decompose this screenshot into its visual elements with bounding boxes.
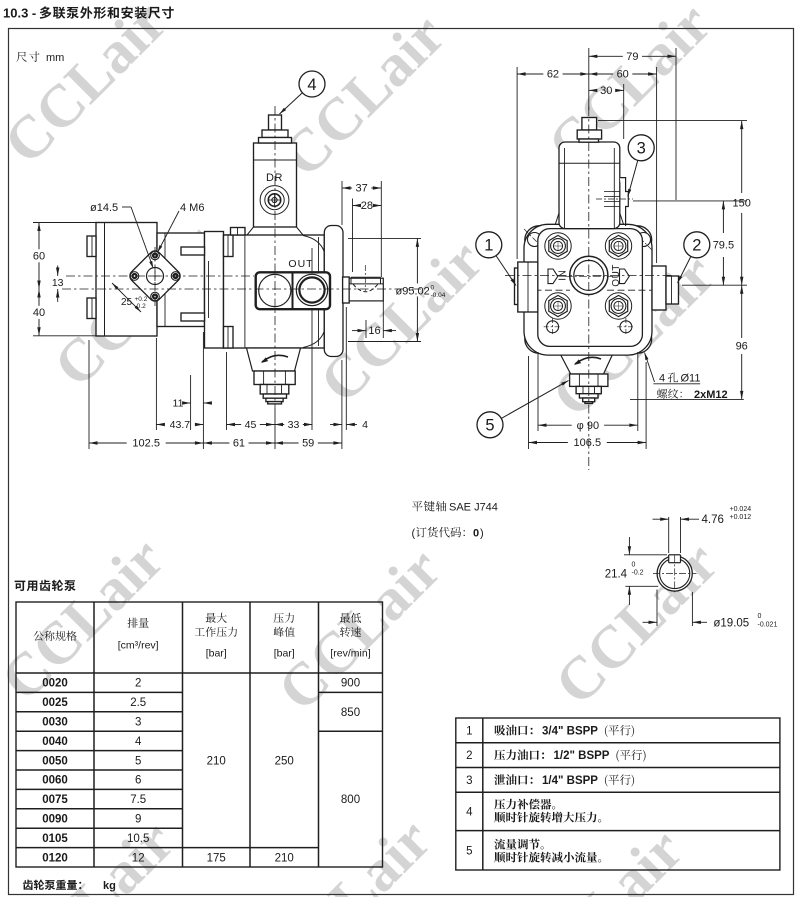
svg-text:37: 37 xyxy=(356,183,368,195)
svg-text:210: 210 xyxy=(207,755,226,767)
svg-text:0040: 0040 xyxy=(42,736,68,748)
svg-text:OUT: OUT xyxy=(288,258,313,270)
svg-text:10.3 -: 10.3 - xyxy=(3,6,36,21)
svg-text:0050: 0050 xyxy=(42,755,68,767)
svg-text:0060: 0060 xyxy=(42,775,68,787)
svg-text:1/2" BSPP: 1/2" BSPP xyxy=(554,750,610,762)
svg-text:106.5: 106.5 xyxy=(574,437,602,449)
svg-text:Ø11: Ø11 xyxy=(681,373,701,385)
svg-text:ø95.02: ø95.02 xyxy=(396,285,430,297)
svg-text:2.5: 2.5 xyxy=(130,697,146,709)
svg-text:ø14.5: ø14.5 xyxy=(90,202,118,214)
svg-text:59: 59 xyxy=(302,438,314,450)
svg-text:4: 4 xyxy=(135,736,142,748)
svg-text:+0.012: +0.012 xyxy=(730,514,752,521)
svg-text:13: 13 xyxy=(52,277,64,289)
svg-text:0: 0 xyxy=(473,528,479,540)
svg-text:DR: DR xyxy=(266,172,283,184)
svg-text:1: 1 xyxy=(466,725,472,737)
svg-text:0020: 0020 xyxy=(42,678,68,690)
svg-text:): ) xyxy=(480,528,484,540)
svg-text:0: 0 xyxy=(758,613,762,620)
svg-text:850: 850 xyxy=(341,707,360,719)
svg-text:(: ( xyxy=(412,528,416,540)
svg-text:61: 61 xyxy=(233,438,245,450)
svg-text:5: 5 xyxy=(135,755,141,767)
svg-text:-0.04: -0.04 xyxy=(431,292,446,299)
svg-text:+0.024: +0.024 xyxy=(730,506,752,513)
svg-text:0090: 0090 xyxy=(42,814,68,826)
svg-text:30: 30 xyxy=(600,85,612,97)
svg-text:79.5: 79.5 xyxy=(713,240,734,252)
svg-text:[bar]: [bar] xyxy=(274,648,295,660)
svg-text:0: 0 xyxy=(632,562,636,569)
svg-text:0025: 0025 xyxy=(42,697,68,709)
svg-text:2: 2 xyxy=(135,678,141,690)
svg-text:4 M6: 4 M6 xyxy=(180,202,204,214)
svg-text:900: 900 xyxy=(341,678,360,690)
svg-text:60: 60 xyxy=(617,69,629,81)
svg-text:5: 5 xyxy=(485,417,494,435)
svg-text:0: 0 xyxy=(431,285,435,292)
svg-text:96: 96 xyxy=(736,341,748,353)
svg-text:250: 250 xyxy=(275,755,294,767)
svg-text:1: 1 xyxy=(484,237,493,255)
svg-text:φ 90: φ 90 xyxy=(577,420,599,432)
svg-text:mm: mm xyxy=(46,52,64,64)
svg-text:[rev/min]: [rev/min] xyxy=(330,648,370,660)
svg-text:-0.2: -0.2 xyxy=(135,303,147,310)
svg-text:3: 3 xyxy=(466,775,472,787)
svg-text:11: 11 xyxy=(173,398,184,410)
svg-text:40: 40 xyxy=(33,307,45,319)
svg-text:6: 6 xyxy=(135,775,141,787)
svg-text:43.7: 43.7 xyxy=(170,419,191,431)
svg-text:28: 28 xyxy=(361,200,373,212)
svg-text:[bar]: [bar] xyxy=(206,648,227,660)
svg-text:62: 62 xyxy=(547,69,559,81)
svg-text:175: 175 xyxy=(207,852,226,864)
svg-text:21.4: 21.4 xyxy=(605,569,628,581)
svg-text:10.5: 10.5 xyxy=(127,833,149,845)
svg-text:0105: 0105 xyxy=(42,833,68,845)
svg-text:79: 79 xyxy=(626,51,638,63)
svg-text:[cm³/rev]: [cm³/rev] xyxy=(118,640,159,652)
svg-text:SAE J744: SAE J744 xyxy=(449,502,498,514)
svg-text:+0.2: +0.2 xyxy=(135,296,148,303)
svg-text:150: 150 xyxy=(733,198,751,210)
svg-text:4: 4 xyxy=(659,373,665,385)
svg-text:2: 2 xyxy=(466,750,472,762)
svg-text:ø19.05: ø19.05 xyxy=(713,617,749,629)
svg-text:3: 3 xyxy=(135,717,141,729)
svg-text:45: 45 xyxy=(245,419,257,431)
svg-text:4: 4 xyxy=(466,806,473,818)
svg-text:12: 12 xyxy=(132,852,145,864)
svg-text:3: 3 xyxy=(637,140,646,158)
svg-text:210: 210 xyxy=(275,852,294,864)
svg-text:2: 2 xyxy=(692,237,701,255)
svg-text:7.5: 7.5 xyxy=(130,794,146,806)
svg-text:60: 60 xyxy=(33,250,45,262)
svg-text:102.5: 102.5 xyxy=(132,438,160,450)
svg-text:800: 800 xyxy=(341,794,360,806)
svg-text:33: 33 xyxy=(288,419,300,431)
svg-text:9: 9 xyxy=(135,814,141,826)
svg-text:1/4" BSPP: 1/4" BSPP xyxy=(542,775,598,787)
svg-text:4: 4 xyxy=(362,419,368,431)
svg-text:2xM12: 2xM12 xyxy=(694,389,728,401)
svg-text:0075: 0075 xyxy=(42,794,68,806)
svg-text:16: 16 xyxy=(368,325,380,337)
svg-text:0120: 0120 xyxy=(42,852,68,864)
svg-text:-0.021: -0.021 xyxy=(758,622,778,629)
svg-text:25: 25 xyxy=(121,297,133,308)
svg-text:4.76: 4.76 xyxy=(702,514,724,526)
svg-text:-0.2: -0.2 xyxy=(632,570,644,577)
svg-text:kg: kg xyxy=(103,880,116,892)
svg-text:4: 4 xyxy=(307,76,316,94)
svg-text:0030: 0030 xyxy=(42,717,68,729)
svg-text:5: 5 xyxy=(466,845,472,857)
svg-text:3/4" BSPP: 3/4" BSPP xyxy=(542,726,598,738)
